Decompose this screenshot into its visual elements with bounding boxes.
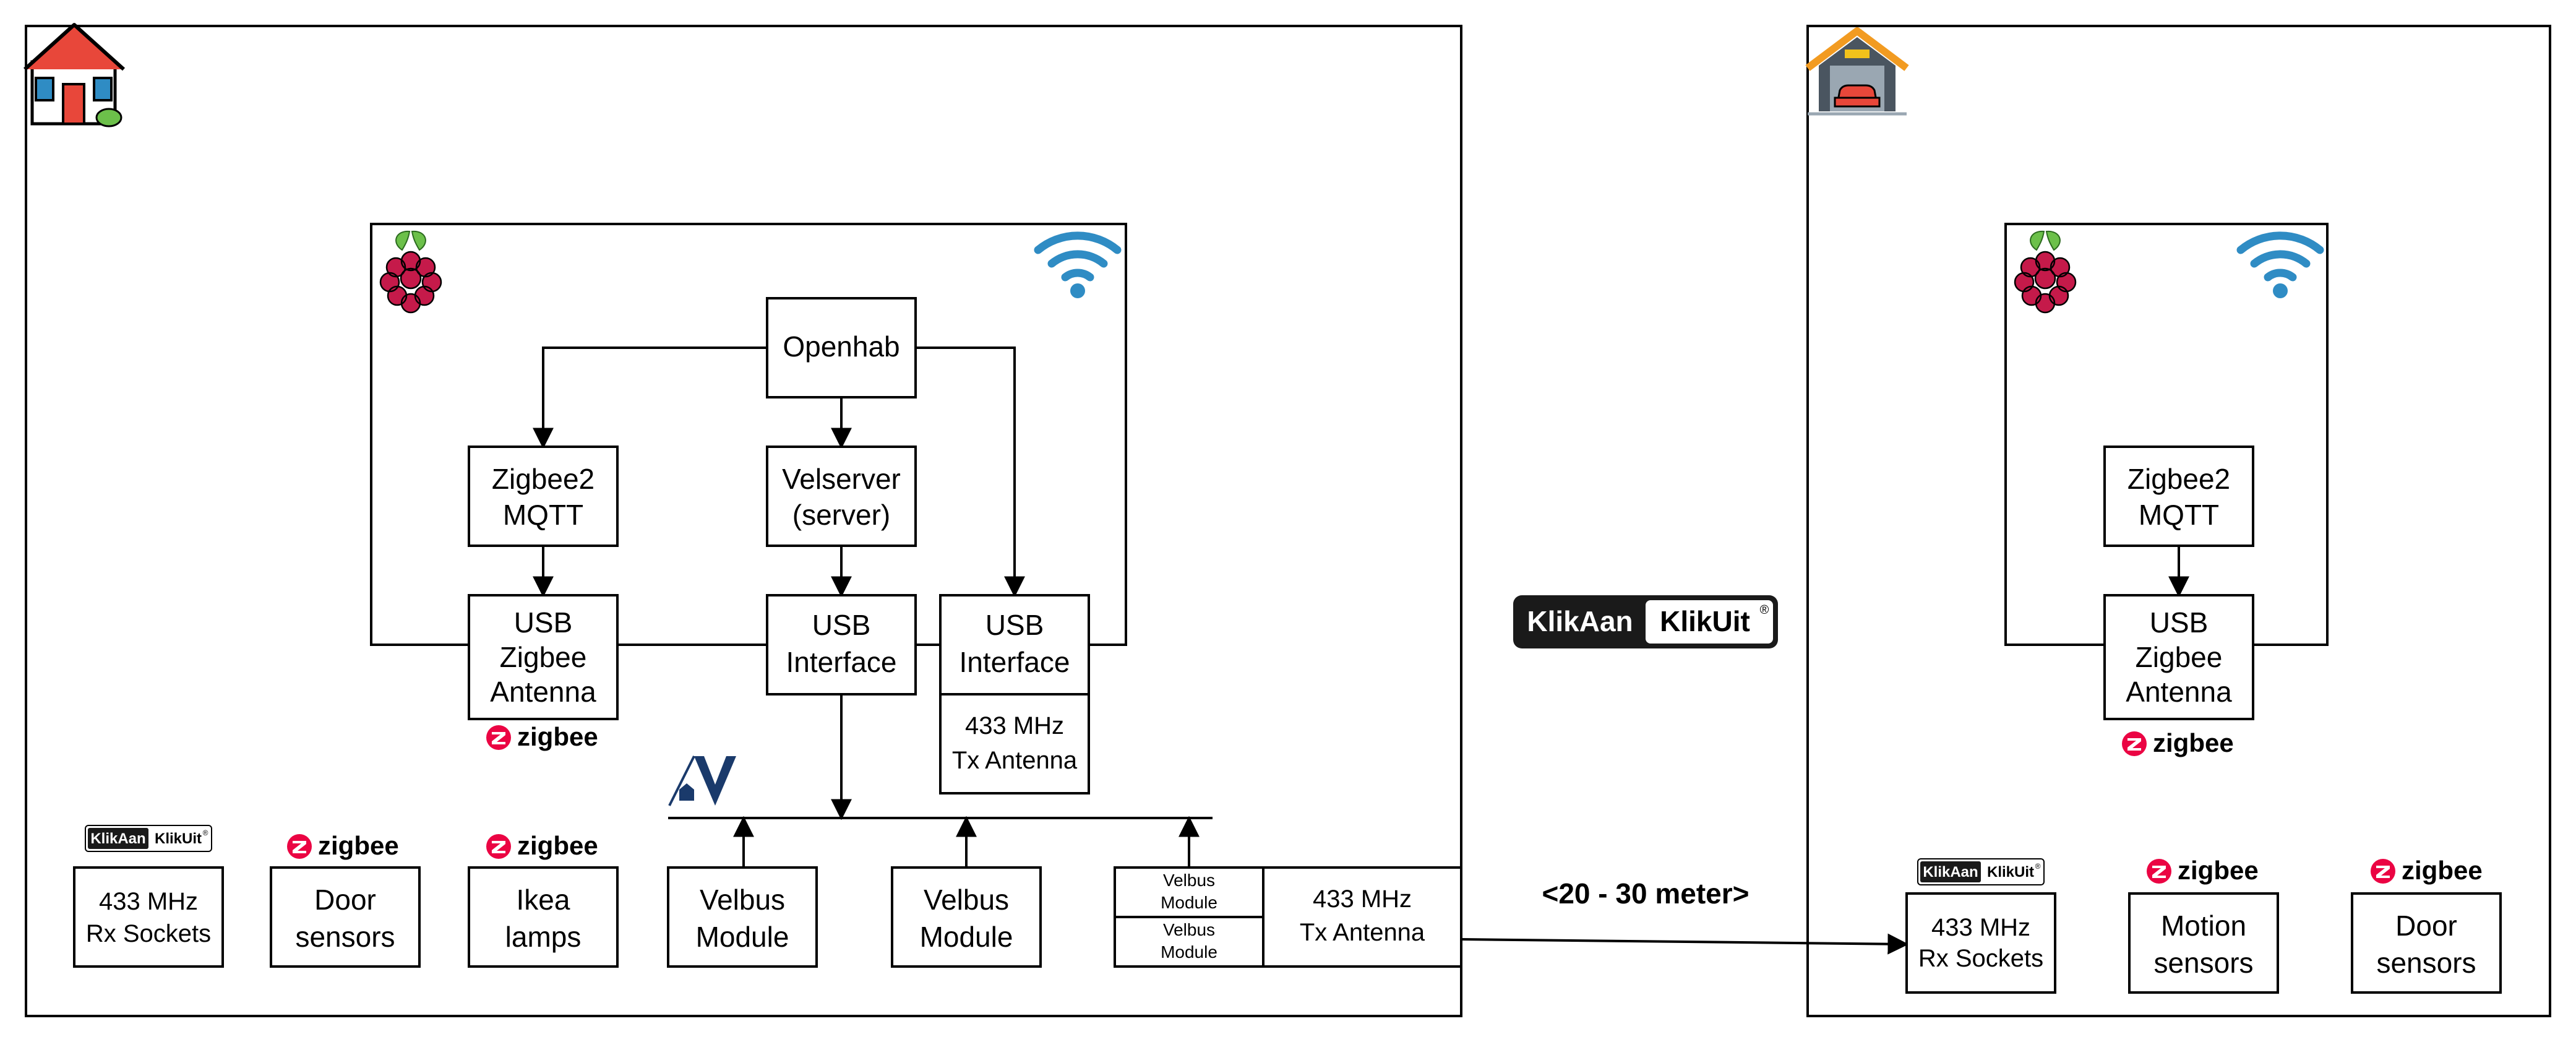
velbus-logo-icon (668, 756, 736, 806)
garage-icon (1805, 27, 1909, 116)
tx-antenna-box (939, 693, 1090, 794)
usb-interface-velbus-line-2: Interface (786, 646, 897, 678)
klikaanklikuit-logo-icon: KlikAan KlikUit ® (1513, 595, 1778, 648)
usb-interface-433-line-1: USB (985, 609, 1044, 641)
klikuit-text: KlikUit (1660, 605, 1750, 637)
zigbee2mqtt-label-line-1: Zigbee2 (492, 463, 595, 495)
garage-rx-sockets-box (1905, 892, 2056, 994)
raspberry-pi-icon (379, 230, 442, 314)
velbus-small-1-line-2: Module (1161, 893, 1217, 912)
garage-rx-sockets-line-1: 433 MHz (1931, 914, 2030, 941)
klikaan-text: KlikAan (1527, 605, 1633, 637)
velbus-module-2-line-1: Velbus (924, 884, 1009, 916)
velbus-small-1-line-1: Velbus (1163, 871, 1215, 890)
door-sensors-line-2: sensors (295, 921, 395, 953)
usb-zigbee-label-line-2: Zigbee (500, 641, 587, 673)
usb-zigbee-label-line-1: USB (514, 606, 573, 639)
zigbee-logo-text: zigbee (517, 722, 598, 751)
garage-boundary (1806, 25, 2551, 1017)
usb-interface-433-line-2: Interface (960, 646, 1070, 678)
tx-antenna-bottom-line-2: Tx Antenna (1300, 919, 1425, 946)
raspberry-pi-boundary (370, 223, 1127, 646)
velbus-small-2-line-2: Module (1161, 942, 1217, 962)
zigbee-logo-text: zigbee (2402, 856, 2483, 885)
klikaan-registered-mark: ® (1760, 603, 1769, 617)
garage-rx-sockets-line-2: Rx Sockets (1918, 945, 2043, 972)
velbus-module-1-line-1: Velbus (700, 884, 785, 916)
garage-zigbee2mqtt-line-2: MQTT (2139, 499, 2219, 531)
door-sensors-box (270, 866, 421, 968)
velbus-module-1-box (667, 866, 818, 968)
garage-usb-zigbee-antenna-box (2103, 594, 2254, 720)
velserver-label-line-2: (server) (792, 499, 890, 531)
garage-door-sensors-line-1: Door (2395, 910, 2457, 942)
garage-usb-zigbee-line-2: Zigbee (2136, 641, 2223, 673)
raspberry-pi-icon (2014, 230, 2077, 314)
garage-zigbee2mqtt-box (2103, 446, 2254, 547)
usb-interface-velbus-line-1: USB (812, 609, 871, 641)
zigbee-logo-text: zigbee (517, 831, 598, 860)
zigbee-logo-icon: zigbee (486, 831, 598, 860)
klikaan-text: KlikAan (1923, 864, 1978, 881)
klikaan-registered-mark: ® (203, 829, 208, 837)
house-icon (23, 23, 126, 127)
velbus-small-2-line-1: Velbus (1163, 920, 1215, 939)
garage-door-sensors-box (2351, 892, 2502, 994)
ikea-lamps-box (468, 866, 619, 968)
wifi-icon (2241, 236, 2320, 298)
garage-motion-sensors-line-2: sensors (2153, 947, 2253, 979)
velbus-small-module-2-box (1114, 916, 1264, 968)
zigbee-logo-text: zigbee (2153, 728, 2234, 757)
zigbee-logo-icon: zigbee (2147, 856, 2259, 885)
zigbee-logo-icon: zigbee (287, 831, 399, 860)
tx-antenna-bottom-line-1: 433 MHz (1313, 885, 1412, 913)
openhab-to-zigbee2mqtt-arrow (533, 347, 767, 449)
zigbee2mqtt-box (468, 446, 619, 547)
velbus-module-2-line-2: Module (920, 921, 1013, 953)
klikaanklikuit-logo-icon: KlikAan KlikUit ® (85, 825, 212, 852)
zigbee-logo-icon: zigbee (486, 722, 598, 751)
zigbee-logo-text: zigbee (2178, 856, 2259, 885)
klikuit-text: KlikUit (155, 830, 202, 847)
garage-usb-zigbee-line-1: USB (2150, 606, 2209, 639)
tx-antenna-line-2: Tx Antenna (952, 747, 1078, 774)
ikea-lamps-line-1: Ikea (517, 884, 570, 916)
velbus-module-1-line-2: Module (696, 921, 789, 953)
klikaan-text: KlikAan (90, 830, 145, 847)
klikuit-text: KlikUit (1987, 864, 2034, 881)
velserver-box (766, 446, 917, 547)
wifi-icon (1038, 236, 1117, 298)
zigbee-logo-text: zigbee (318, 831, 399, 860)
klikaan-registered-mark: ® (2035, 862, 2041, 871)
openhab-to-usb-interface-arrow (916, 347, 1025, 598)
distance-label: <20 - 30 meter> (1542, 877, 1749, 910)
house-boundary (25, 25, 1462, 1017)
zigbee-logo-icon: zigbee (2371, 856, 2483, 885)
garage-raspberry-pi-boundary (2004, 223, 2329, 646)
openhab-label: Openhab (783, 330, 899, 363)
garage-zigbee2mqtt-line-1: Zigbee2 (2127, 463, 2230, 495)
usb-zigbee-label-line-3: Antenna (490, 676, 596, 708)
ikea-lamps-line-2: lamps (505, 921, 582, 953)
velbus-small-module-1-box (1114, 866, 1264, 918)
usb-zigbee-antenna-box (468, 594, 619, 720)
garage-usb-zigbee-line-3: Antenna (2126, 676, 2232, 708)
zigbee-logo-icon: zigbee (2122, 728, 2234, 757)
rx-sockets-box (73, 866, 224, 968)
usb-interface-velbus-box (766, 594, 917, 695)
tx-antenna-line-1: 433 MHz (965, 712, 1064, 739)
garage-door-sensors-line-2: sensors (2376, 947, 2476, 979)
garage-motion-sensors-line-1: Motion (2161, 910, 2246, 942)
klikaanklikuit-logo-icon: KlikAan KlikUit ® (1917, 858, 2045, 885)
rf-link-arrow (1461, 933, 1909, 955)
garage-motion-sensors-box (2128, 892, 2279, 994)
velserver-label-line-1: Velserver (782, 463, 901, 495)
rx-sockets-line-1: 433 MHz (99, 888, 198, 915)
tx-antenna-bottom-box (1262, 866, 1462, 968)
door-sensors-line-1: Door (314, 884, 376, 916)
velbus-module-2-box (891, 866, 1042, 968)
zigbee2mqtt-label-line-2: MQTT (503, 499, 583, 531)
rx-sockets-line-2: Rx Sockets (86, 920, 211, 947)
